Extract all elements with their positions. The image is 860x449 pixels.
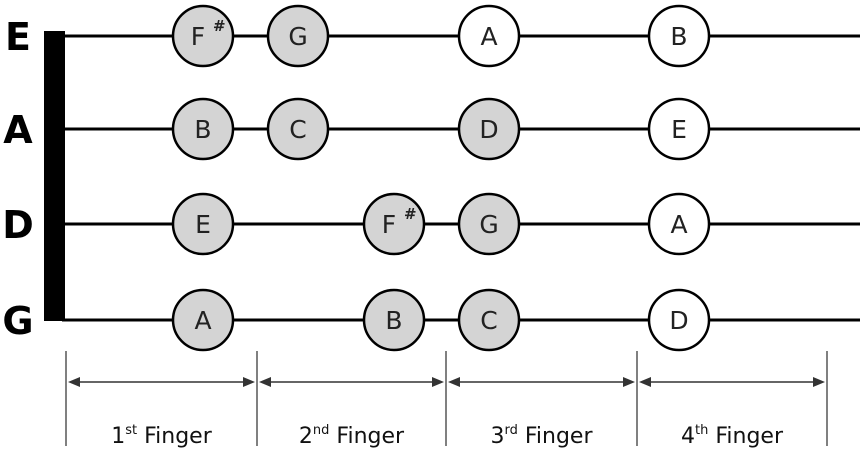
note-letter: G	[288, 22, 307, 51]
finger-number: 3	[490, 424, 504, 449]
note-letter: F	[382, 210, 396, 239]
arrow-head-left	[259, 377, 271, 387]
finger-ordinal-suffix: rd	[504, 423, 517, 438]
note-circle	[647, 97, 711, 161]
note-d-f-sharp: F#	[362, 192, 426, 256]
arrow-head-left	[68, 377, 80, 387]
note-letter: B	[194, 115, 211, 144]
finger-label: 2nd Finger	[299, 423, 405, 449]
note-letter: F	[191, 22, 205, 51]
note-circle	[362, 192, 426, 256]
note-e-g: G	[266, 4, 330, 68]
sharp-sign: #	[213, 17, 226, 35]
note-letter: B	[670, 22, 687, 51]
finger-word: Finger	[329, 424, 405, 449]
finger-label: 3rd Finger	[490, 423, 593, 449]
finger-number: 4	[681, 424, 695, 449]
note-letter: C	[289, 115, 306, 144]
note-a-c: C	[266, 97, 330, 161]
note-letter: A	[194, 306, 211, 335]
strings-layer: E A D G	[2, 15, 860, 343]
note-a-e: E	[647, 97, 711, 161]
arrow-head-left	[448, 377, 460, 387]
finger-label: 4th Finger	[681, 423, 784, 449]
arrow-head-right	[623, 377, 635, 387]
string-label-a: A	[3, 108, 33, 152]
arrow-head-left	[639, 377, 651, 387]
note-letter: B	[385, 306, 402, 335]
note-a-b: B	[171, 97, 235, 161]
note-letter: A	[480, 22, 497, 51]
finger-word: Finger	[137, 424, 213, 449]
note-circle	[457, 4, 521, 68]
finger-label: 1st Finger	[111, 423, 212, 449]
nut-bar	[44, 31, 65, 321]
note-circle	[266, 97, 330, 161]
note-d-a: A	[647, 192, 711, 256]
finger-range-1: 1st Finger	[68, 377, 255, 449]
string-label-d: D	[2, 203, 34, 247]
note-d-e: E	[171, 192, 235, 256]
finger-range-3: 3rd Finger	[448, 377, 635, 449]
finger-ordinal-suffix: th	[695, 423, 708, 438]
note-g-c: C	[457, 288, 521, 352]
note-circle	[457, 192, 521, 256]
sharp-sign: #	[404, 205, 417, 223]
finger-range-2: 2nd Finger	[259, 377, 444, 449]
finger-number: 1	[111, 424, 125, 449]
note-g-a: A	[171, 288, 235, 352]
note-circle	[171, 4, 235, 68]
note-letter: E	[671, 115, 687, 144]
note-g-b: B	[362, 288, 426, 352]
note-circle	[171, 288, 235, 352]
note-circle	[647, 4, 711, 68]
note-letter: D	[479, 115, 498, 144]
note-circle	[266, 4, 330, 68]
note-letter: A	[670, 210, 687, 239]
note-letter: E	[195, 210, 211, 239]
finger-word: Finger	[708, 424, 784, 449]
note-g-d: D	[647, 288, 711, 352]
note-e-a: A	[457, 4, 521, 68]
note-circle	[457, 97, 521, 161]
arrow-head-right	[432, 377, 444, 387]
finger-number: 2	[299, 424, 313, 449]
note-e-b: B	[647, 4, 711, 68]
arrow-head-right	[813, 377, 825, 387]
finger-word: Finger	[518, 424, 594, 449]
arrow-head-right	[243, 377, 255, 387]
note-letter: G	[479, 210, 498, 239]
string-label-e: E	[5, 15, 31, 59]
string-label-g: G	[2, 299, 33, 343]
finger-ordinal-suffix: nd	[313, 423, 330, 438]
finger-range-4: 4th Finger	[639, 377, 825, 449]
note-circle	[457, 288, 521, 352]
note-letter: D	[669, 306, 688, 335]
note-e-f-sharp: F#	[171, 4, 235, 68]
note-d-g: G	[457, 192, 521, 256]
note-circle	[171, 97, 235, 161]
note-circle	[171, 192, 235, 256]
note-circle	[647, 288, 711, 352]
finger-ordinal-suffix: st	[125, 423, 137, 438]
note-circle	[647, 192, 711, 256]
note-a-d: D	[457, 97, 521, 161]
note-letter: C	[480, 306, 497, 335]
note-circle	[362, 288, 426, 352]
